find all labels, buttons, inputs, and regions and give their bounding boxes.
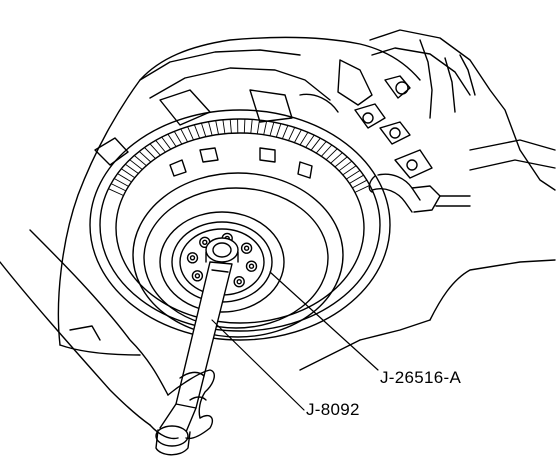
- hub-bolt-center: [189, 255, 196, 261]
- hub-bolt-center: [236, 279, 242, 285]
- gear-tooth: [113, 178, 129, 187]
- gear-tooth: [167, 133, 177, 148]
- gear-tooth: [354, 184, 371, 193]
- gear-tooth: [349, 174, 365, 184]
- gear-tooth: [351, 179, 368, 189]
- gear-tooth: [144, 147, 156, 159]
- gear-tooth: [173, 130, 183, 145]
- gear-tooth: [124, 163, 139, 174]
- gear-tooth: [155, 139, 166, 153]
- hub-bolt: [233, 276, 245, 288]
- gear-tooth: [200, 122, 207, 138]
- hub-bolt-center: [248, 263, 255, 269]
- flywheel-plate: [132, 147, 344, 338]
- leader-lines: [211, 271, 379, 411]
- gear-tooth: [229, 118, 232, 134]
- gear-tooth: [315, 141, 327, 154]
- hub-bolt-center: [194, 273, 201, 279]
- gear-tooth: [269, 121, 275, 137]
- gear-tooth: [193, 124, 201, 139]
- gear-tooth: [256, 119, 260, 135]
- gear-tooth: [293, 129, 302, 144]
- hub-bolt: [245, 260, 258, 272]
- gear-tooth: [117, 173, 132, 183]
- ring-gear: [89, 109, 391, 341]
- gear-tooth: [342, 165, 357, 176]
- hub-bolt: [240, 242, 253, 254]
- hub-bolt-center: [243, 245, 250, 251]
- hub-bolt: [191, 270, 204, 282]
- gear-tooth: [129, 159, 143, 170]
- gear-tooth: [330, 152, 343, 164]
- gear-tooth: [345, 169, 361, 180]
- hose-fitting: [368, 173, 471, 213]
- gear-tooth: [180, 128, 189, 143]
- gear-tooth: [299, 131, 309, 146]
- gear-tooth: [222, 119, 226, 135]
- gear-tooth: [263, 120, 268, 136]
- callout-j8092: J-8092: [306, 400, 360, 419]
- gear-tooth: [334, 156, 348, 168]
- right-housing: [354, 29, 556, 191]
- gear-tooth: [208, 121, 213, 136]
- gear-tooth: [325, 148, 338, 161]
- gear-tooth: [161, 136, 172, 150]
- gear-tooth: [288, 126, 296, 142]
- gear-tooth: [149, 143, 161, 156]
- gear-tooth: [250, 118, 253, 134]
- gear-tooth: [338, 160, 353, 172]
- gear-tooth: [275, 123, 282, 138]
- gear-tooth: [215, 120, 219, 135]
- tool-j8092: [155, 261, 233, 456]
- gear-tooth: [305, 134, 315, 148]
- gear-tooth: [107, 188, 124, 196]
- gear-tooth: [187, 126, 194, 141]
- gear-tooth: [138, 150, 152, 163]
- gear-tooth: [243, 118, 246, 134]
- gear-tooth: [120, 168, 136, 179]
- hand-arm: [0, 229, 215, 440]
- gear-tooth: [133, 155, 147, 167]
- tool-j26516a: [205, 237, 239, 263]
- gear-tooth: [310, 137, 321, 151]
- gear-tooth: [110, 183, 127, 192]
- housing-outline: [57, 36, 556, 371]
- callout-j26516a: J-26516-A: [380, 368, 462, 387]
- hub-bolt: [186, 252, 199, 264]
- gear-tooth: [320, 144, 333, 157]
- gear-tooth: [281, 124, 289, 140]
- hub-bolt-center: [202, 239, 208, 246]
